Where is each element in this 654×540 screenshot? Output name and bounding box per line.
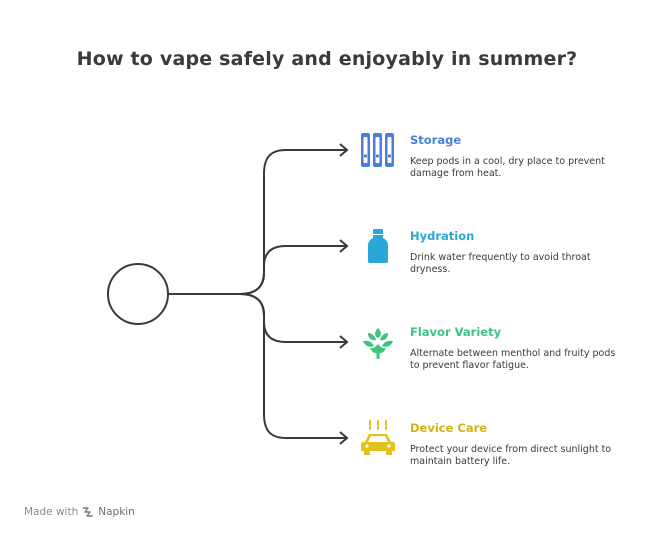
branch-description: Drink water frequently to avoid throat d…	[410, 252, 591, 275]
connector-storage	[239, 149, 346, 295]
water-bottle-icon	[368, 229, 388, 263]
car-wash-icon	[361, 420, 395, 455]
branch-description: Protect your device from direct sunlight…	[410, 444, 612, 467]
branch-storage: Storage Keep pods in a cool, dry place t…	[410, 133, 625, 180]
artichoke-icon	[363, 328, 393, 359]
connector-flavor	[239, 293, 346, 343]
arrow-head-flavor	[339, 335, 349, 349]
napkin-brand: Napkin	[98, 506, 135, 518]
branch-hydration: Hydration Drink water frequently to avoi…	[410, 229, 625, 276]
branch-description: Alternate between menthol and fruity pod…	[410, 348, 616, 371]
branch-title: Storage	[410, 133, 462, 147]
branch-description: Keep pods in a cool, dry place to preven…	[410, 156, 605, 179]
branch-device-care: Device Care Protect your device from dir…	[410, 421, 625, 468]
arrow-head-device	[339, 431, 349, 445]
branch-title: Device Care	[410, 421, 488, 435]
branch-title: Hydration	[410, 229, 475, 243]
branch-flavor-variety: Flavor Variety Alternate between menthol…	[410, 325, 625, 372]
made-with-napkin-footer[interactable]: Made with Napkin	[24, 506, 135, 518]
arrow-head-hydration	[339, 239, 349, 253]
branch-title: Flavor Variety	[410, 325, 502, 339]
napkin-logo-icon	[83, 507, 94, 517]
diagram-title: How to vape safely and enjoyably in summ…	[76, 48, 578, 70]
made-with-label: Made with	[24, 506, 79, 518]
root-node	[107, 263, 169, 325]
arrow-head-storage	[339, 143, 349, 157]
connector-hydration	[239, 245, 346, 295]
connector-device	[239, 293, 346, 439]
storage-box-icon	[361, 133, 394, 167]
